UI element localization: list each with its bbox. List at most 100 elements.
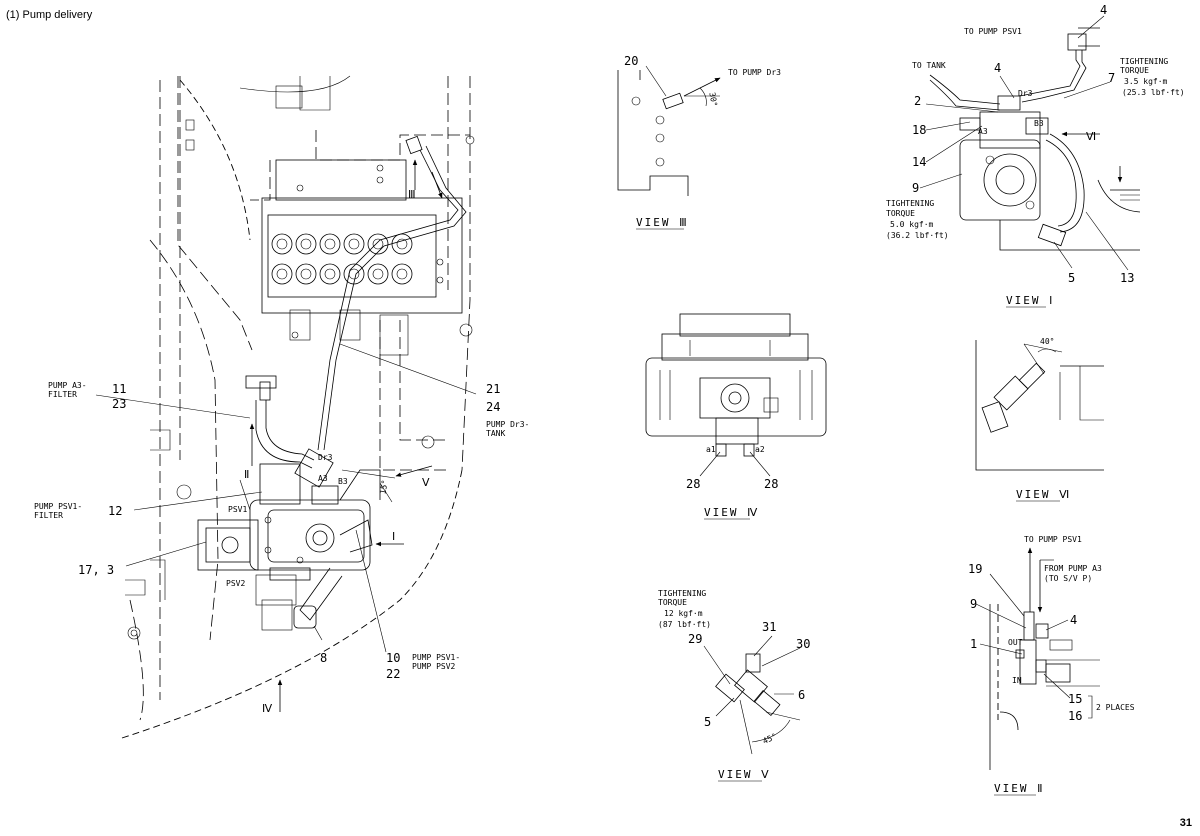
valve-port-inner — [396, 238, 408, 250]
view-1-title: VIEW Ⅰ — [1006, 294, 1054, 307]
drain-hose — [317, 135, 467, 451]
valve-port-inner — [300, 238, 312, 250]
valve-port-circle — [271, 233, 293, 255]
view-3-title: VIEW Ⅲ — [636, 216, 689, 229]
valve-port-circle — [295, 263, 317, 285]
valve-port-inner — [348, 268, 360, 280]
view-4: a1 a2 28 28 VIEW Ⅳ — [645, 313, 827, 520]
callout-21: 21 — [486, 382, 500, 396]
view-marker-4: Ⅳ — [262, 702, 274, 715]
label-from-pump-a3: FROM PUMP A3 — [1044, 564, 1102, 573]
port-a3: A3 — [318, 474, 328, 483]
port-a1: a1 — [706, 445, 716, 454]
view-5: TIGHTENING TORQUE 12 kgf·m (87 lbf·ft) 2… — [658, 589, 810, 782]
valve-port-inner — [324, 238, 336, 250]
port-a3-v1: A3 — [978, 127, 988, 136]
view-marker-2: Ⅱ — [244, 468, 251, 481]
port-dr3-v1: Dr3 — [1018, 89, 1033, 98]
angle-45: 45° — [761, 732, 778, 746]
port-psv2: PSV2 — [226, 579, 245, 588]
port-out: OUT — [1008, 638, 1023, 647]
main-view: PUMP A3- FILTER 11 23 PUMP PSV1- FILTER … — [34, 75, 529, 739]
callout-22: 22 — [386, 667, 400, 681]
label-pump-dr3-tank: PUMP Dr3- — [486, 420, 529, 429]
valve-port-circle — [343, 233, 365, 255]
port-psv1: PSV1 — [228, 505, 247, 514]
callout-29: 29 — [688, 632, 702, 646]
valve-port-inner — [372, 268, 384, 280]
label-pump-psv1-psv2: PUMP PSV1- — [412, 653, 460, 662]
torque-left-4: (36.2 lbf·ft) — [886, 231, 949, 240]
callout-30: 30 — [796, 637, 810, 651]
torque-right-4: (25.3 lbf·ft) — [1122, 88, 1185, 97]
callout-23: 23 — [112, 397, 126, 411]
torque-left-2: TORQUE — [886, 209, 915, 218]
valve-port-circle — [319, 233, 341, 255]
label-pump-a3-filter: PUMP A3- — [48, 381, 87, 390]
main-view-arrows — [249, 159, 433, 712]
view-marker-3: Ⅲ — [408, 188, 418, 201]
torque-right-3: 3.5 kgf·m — [1124, 77, 1168, 86]
label-2-places: 2 PLACES — [1096, 703, 1135, 712]
label-to-pump-psv1: TO PUMP PSV1 — [964, 27, 1022, 36]
valve-port-circle — [391, 233, 413, 255]
torque-left-1: TIGHTENING — [886, 199, 934, 208]
a3-filter-hose — [245, 375, 315, 469]
torque-left-3: 5.0 kgf·m — [890, 220, 934, 229]
label-to-tank: TO TANK — [912, 61, 946, 70]
callout-7: 7 — [1108, 71, 1115, 85]
page-number: 31 — [1179, 817, 1192, 829]
label-pump-a3-filter-2: FILTER — [48, 390, 77, 399]
torque-v5-3: 12 kgf·m — [664, 609, 703, 618]
callout-15: 15 — [1068, 692, 1082, 706]
main-pump — [197, 448, 381, 631]
port-dr3: Dr3 — [318, 453, 333, 462]
callout-4-top: 4 — [1100, 3, 1107, 17]
torque-right-2: TORQUE — [1120, 66, 1149, 75]
callout-24: 24 — [486, 400, 500, 414]
label-to-pump-dr3: TO PUMP Dr3 — [728, 68, 781, 77]
port-a2: a2 — [755, 445, 765, 454]
view-3: 20 TO PUMP Dr3 30° VIEW Ⅲ — [617, 54, 781, 230]
label-pump-psv1-filter-2: FILTER — [34, 511, 63, 520]
callout-17-3: 17, 3 — [78, 563, 114, 577]
torque-v5-2: TORQUE — [658, 598, 687, 607]
view-marker-1: Ⅰ — [392, 530, 397, 543]
callout-12: 12 — [108, 504, 122, 518]
valve-port-circle — [391, 263, 413, 285]
valve-port-inner — [276, 268, 288, 280]
label-pump-psv1-filter: PUMP PSV1- — [34, 502, 82, 511]
valve-port-circle — [319, 263, 341, 285]
callout-5-v5: 5 — [704, 715, 711, 729]
callout-5: 5 — [1068, 271, 1075, 285]
callout-6: 6 — [798, 688, 805, 702]
main-leaders — [95, 343, 477, 653]
callout-4: 4 — [994, 61, 1001, 75]
label-pump-psv1-psv2-2: PUMP PSV2 — [412, 662, 456, 671]
callout-9: 9 — [912, 181, 919, 195]
port-b3: B3 — [338, 477, 348, 486]
label-to-sv-p: (TO S/V P) — [1044, 574, 1092, 583]
callout-20: 20 — [624, 54, 638, 68]
frame-outline — [121, 75, 475, 739]
view-6-title: VIEW Ⅵ — [1016, 488, 1071, 501]
view-marker-6: Ⅵ — [1086, 130, 1098, 143]
callout-4-v2: 4 — [1070, 613, 1077, 627]
valve-port-circle — [367, 263, 389, 285]
callout-16: 16 — [1068, 709, 1082, 723]
label-pump-dr3-tank-2: TANK — [486, 429, 505, 438]
angle-15: 15° — [378, 479, 389, 495]
valve-port-inner — [324, 268, 336, 280]
valve-port-inner — [396, 268, 408, 280]
valve-port-inner — [348, 238, 360, 250]
callout-19: 19 — [968, 562, 982, 576]
view-4-title: VIEW Ⅳ — [704, 506, 759, 519]
callout-2: 2 — [914, 94, 921, 108]
view-1: 4 TO PUMP PSV1 TO TANK 4 Dr3 7 TIGHTENIN… — [886, 3, 1185, 308]
callout-11: 11 — [112, 382, 126, 396]
angle-30: 30° — [707, 92, 718, 108]
callout-8: 8 — [320, 651, 327, 665]
view-2-title: VIEW Ⅱ — [994, 782, 1045, 795]
torque-v5-1: TIGHTENING — [658, 589, 706, 598]
